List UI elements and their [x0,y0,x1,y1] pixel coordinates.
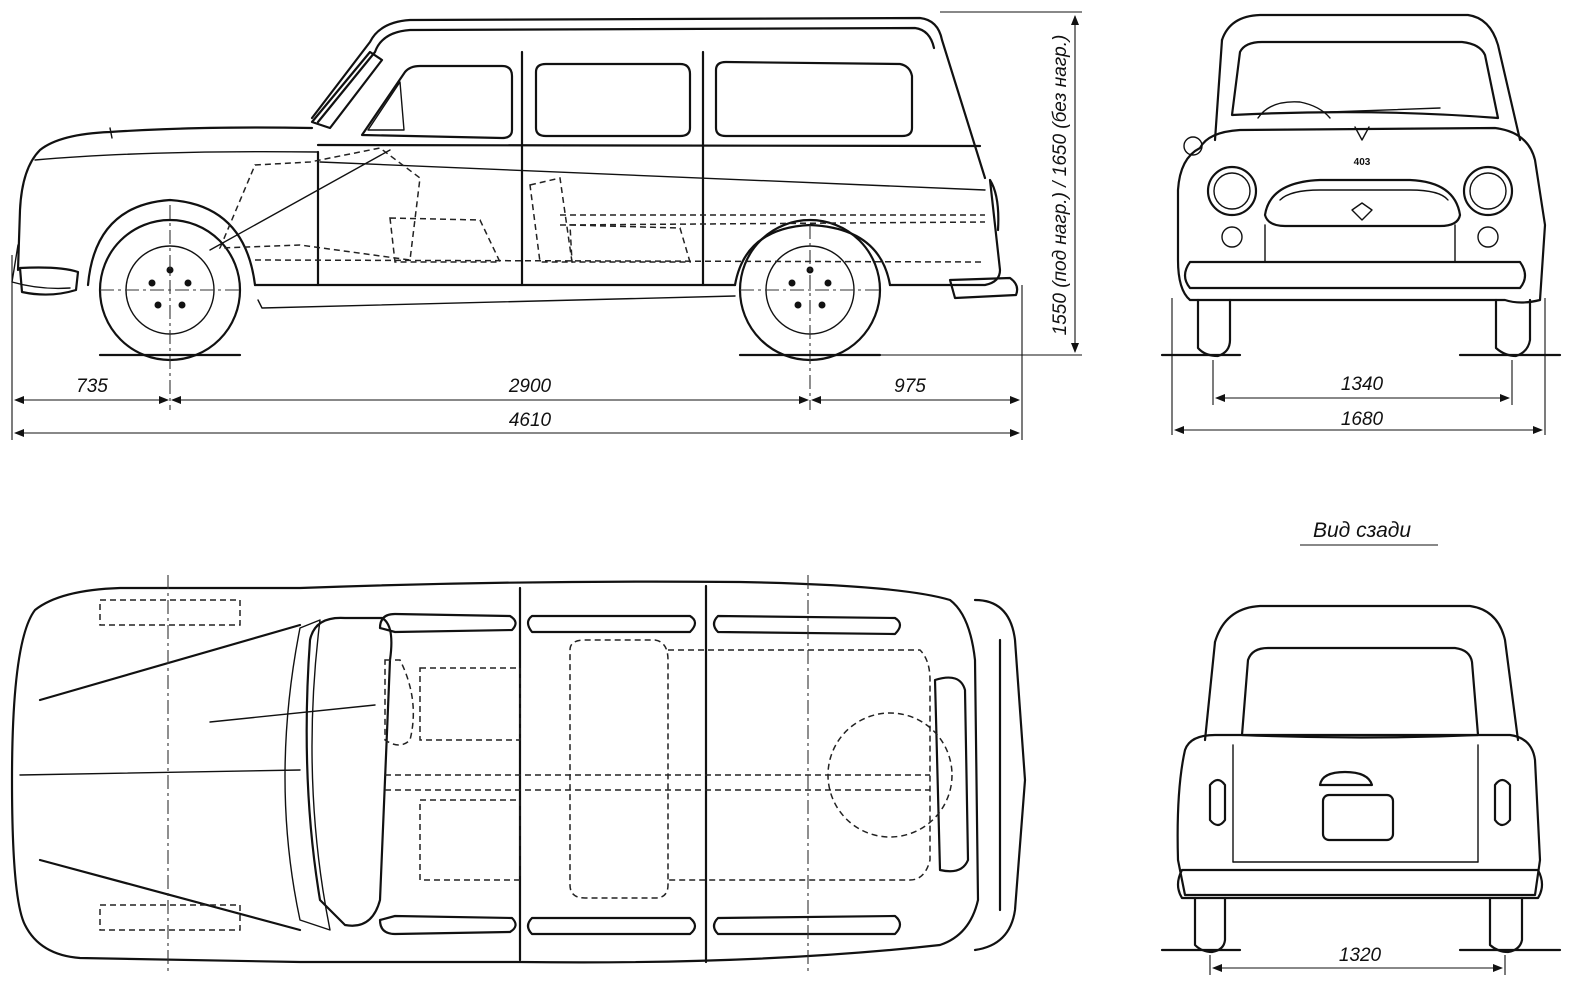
dim-rear-track: 1320 [1339,945,1382,966]
right-headlamp [1462,165,1514,217]
front-dimensions: 1340 1680 [1171,298,1546,435]
dim-overall-width: 1680 [1341,409,1384,430]
dim-front-overhang: 735 [76,376,108,397]
side-view [11,16,1019,410]
dim-height: 1550 (под нагр.) / 1650 (без нагр.) [1050,35,1071,336]
dim-front-track: 1340 [1341,374,1384,395]
top-view [10,575,1027,975]
dim-rear-overhang: 975 [894,376,926,397]
rear-view: Вид сзади [1160,519,1562,954]
license-plate [1321,793,1395,842]
side-dimensions: 735 2900 975 4610 1550 (под нагр.) / 165… [11,11,1082,440]
left-headlamp [1206,165,1258,217]
front-view: 403 [1160,13,1562,358]
dim-overall-length: 4610 [509,410,552,431]
rear-dimensions: 1320 [1209,945,1506,975]
rear-view-caption: Вид сзади [1313,519,1411,542]
dim-wheelbase: 2900 [508,376,552,397]
model-badge: 403 [1354,157,1371,168]
